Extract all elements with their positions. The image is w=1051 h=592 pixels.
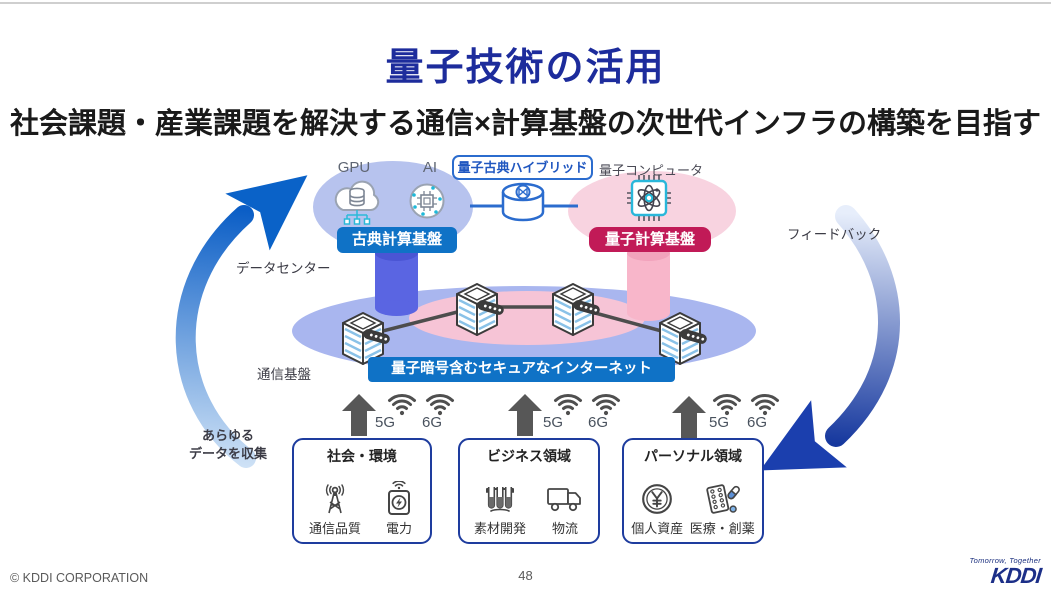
classical-platform-badge: 古典計算基盤	[337, 227, 457, 253]
g5-label: 5G	[374, 414, 395, 431]
item-label: 医療・創薬	[689, 521, 755, 536]
inner-pink-ellipse	[409, 291, 645, 345]
quantum-platform-badge: 量子計算基盤	[589, 227, 711, 252]
wifi-icon	[554, 393, 582, 417]
quantum-computer-icon	[627, 175, 671, 221]
domain-box-business: ビジネス領域 素材開発 物流	[458, 438, 600, 544]
truck-icon	[547, 488, 581, 512]
domain-item: 物流	[546, 481, 584, 537]
power-meter-icon	[387, 481, 410, 515]
wifi-icon	[713, 393, 741, 417]
datacenter-label: データセンター	[236, 261, 331, 276]
domain-title: ビジネス領域	[487, 448, 571, 464]
wifi-icon	[592, 393, 620, 417]
g5-label: 5G	[708, 414, 729, 431]
collect-line1: あらゆる	[201, 428, 254, 443]
wifi-icon	[388, 393, 416, 417]
hybrid-gate-icon	[501, 182, 545, 222]
logo-brand-text: KDDI	[989, 563, 1043, 588]
upload-arrow	[508, 394, 542, 436]
test-tubes-icon	[485, 487, 514, 512]
page-title: 量子技術の活用	[385, 47, 666, 89]
data-collection-arrow	[175, 175, 308, 468]
classical-pillar	[375, 245, 418, 316]
server-links	[361, 305, 682, 338]
item-label: 素材開発	[473, 521, 526, 536]
page-subtitle: 社会課題・産業課題を解決する通信×計算基盤の次世代インフラの構築を目指す	[9, 108, 1042, 140]
item-label: 電力	[385, 521, 412, 536]
item-label: 物流	[551, 521, 578, 536]
feedback-label: フィードバック	[787, 227, 882, 242]
wifi-icon	[751, 393, 779, 417]
quantum-pillar	[627, 245, 670, 321]
gpu-label: GPU	[337, 159, 371, 176]
g6-label: 6G	[587, 414, 608, 431]
wifi-icon	[426, 393, 454, 417]
ai-label: AI	[422, 159, 438, 176]
feedback-arrow	[760, 205, 900, 471]
quantum-computer-label: 量子コンピュータ	[599, 163, 704, 178]
top-divider	[0, 2, 1051, 4]
server-icon	[455, 282, 507, 337]
domain-title: パーソナル領域	[644, 448, 742, 464]
g5-label: 5G	[542, 414, 563, 431]
copyright-text: © KDDI CORPORATION	[10, 571, 149, 585]
g6-label: 6G	[421, 414, 442, 431]
upload-arrow	[672, 396, 706, 438]
item-label: 通信品質	[308, 521, 361, 536]
domain-item: 医療・創薬	[690, 481, 755, 537]
collect-data-label: あらゆる データを収集	[172, 427, 284, 462]
hybrid-link	[470, 182, 578, 222]
domain-item: 個人資産	[631, 481, 683, 537]
domain-box-society: 社会・環境 通信品質 電力	[292, 438, 432, 544]
page-number: 48	[518, 568, 533, 583]
domain-item: 素材開発	[474, 481, 526, 537]
yen-coin-icon	[642, 484, 673, 514]
medicine-icon	[706, 484, 741, 514]
broadcast-tower-icon	[325, 484, 345, 514]
collect-line2: データを収集	[188, 445, 267, 461]
secure-internet-bar: 量子暗号含むセキュアなインターネット	[368, 357, 675, 382]
hybrid-label-pill: 量子古典ハイブリッド	[452, 155, 593, 180]
domain-item: 通信品質	[309, 481, 361, 537]
network-base-label: 通信基盤	[257, 367, 311, 382]
server-icon	[551, 282, 603, 337]
kddi-logo: Tomorrow, Together KDDI	[969, 555, 1043, 588]
item-label: 個人資産	[631, 521, 684, 536]
domain-item: 電力	[383, 481, 415, 537]
g6-label: 6G	[746, 414, 767, 431]
domain-box-personal: パーソナル領域 個人資産	[622, 438, 764, 544]
gpu-cloud-icon	[334, 180, 380, 225]
ai-chip-icon	[409, 183, 445, 219]
logo-tagline: Tomorrow, Together	[969, 555, 1041, 565]
domain-title: 社会・環境	[327, 448, 397, 464]
